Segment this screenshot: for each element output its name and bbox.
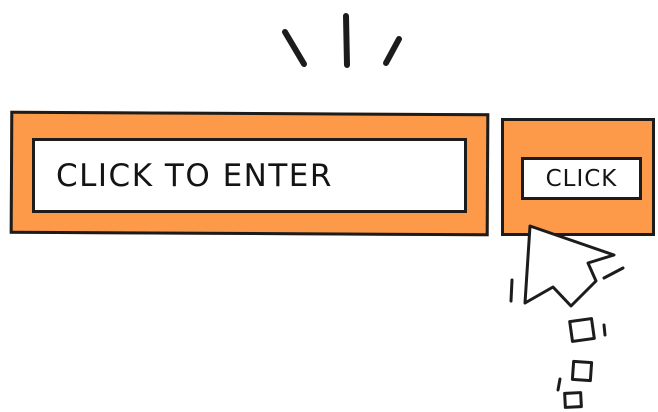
enter-input-field[interactable]: CLICK TO ENTER xyxy=(32,138,467,213)
click-button[interactable]: CLICK xyxy=(521,157,642,200)
